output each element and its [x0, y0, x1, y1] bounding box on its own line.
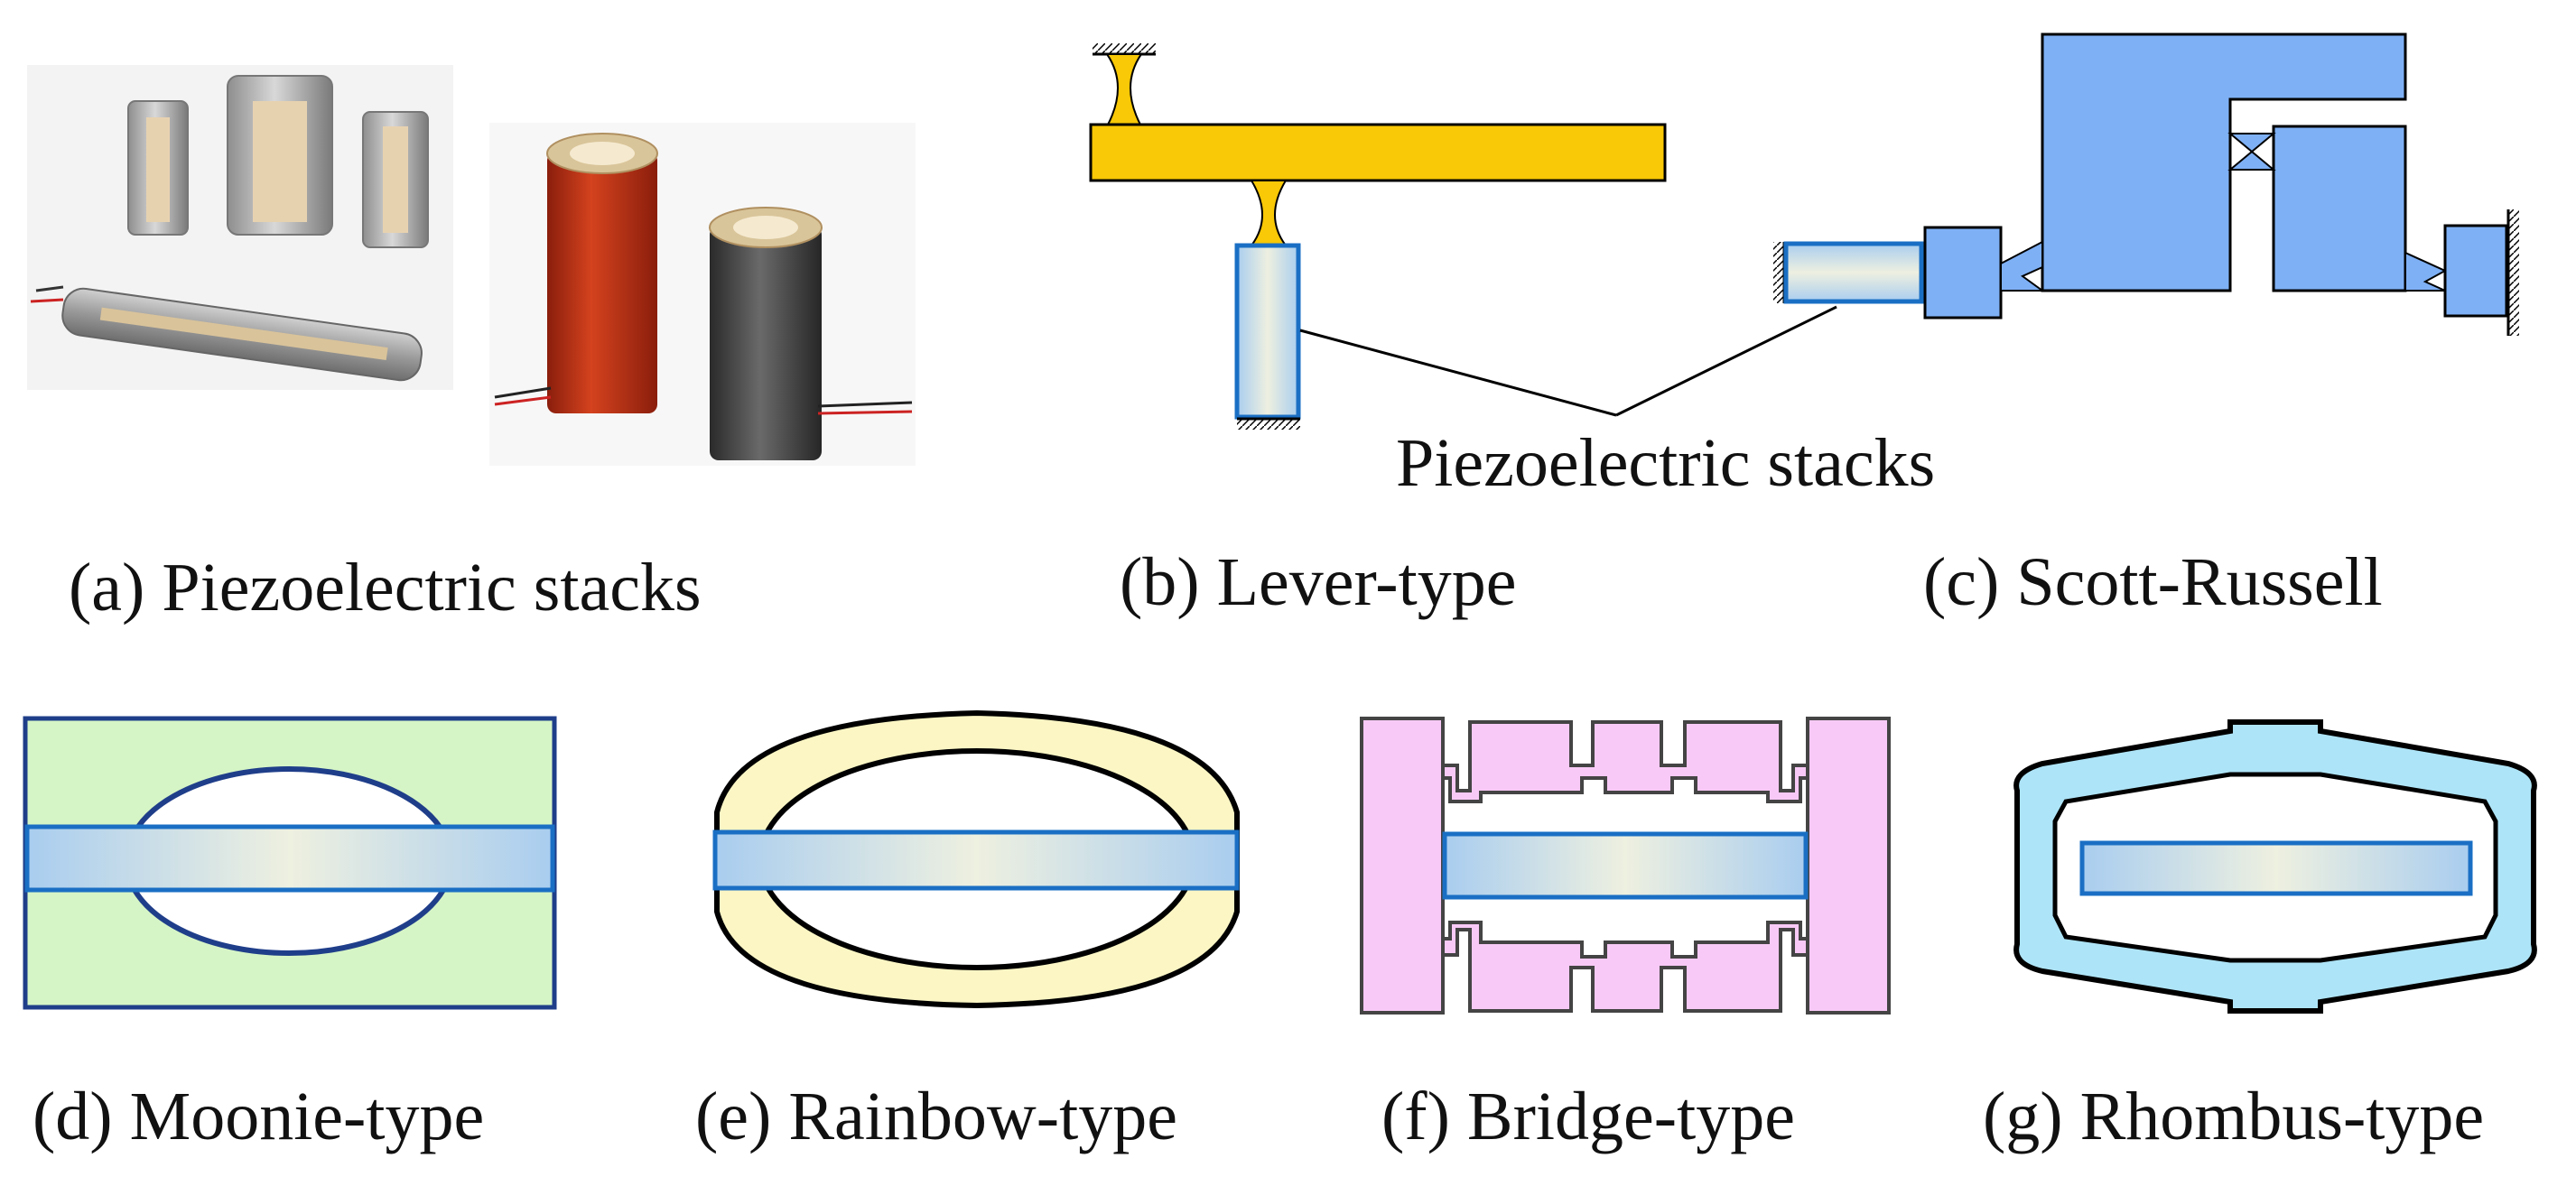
caption-a: (a) Piezoelectric stacks — [69, 550, 702, 625]
rhombus-type-mechanism — [2013, 719, 2537, 1014]
caption-b: (b) Lever-type — [1120, 544, 1516, 620]
moonie-type-mechanism — [23, 716, 557, 1010]
callout-leaders — [1299, 305, 1837, 417]
piezo-stack-horizontal — [1783, 241, 1924, 304]
flexure-hinge-bottom — [1250, 180, 1288, 246]
stack-rod-long — [30, 285, 423, 382]
piezo-stack-moonie — [24, 824, 555, 893]
ground-hatch-right — [2506, 209, 2519, 336]
flexure-hinge-top — [1105, 53, 1143, 127]
ground-hatch-top — [1093, 43, 1156, 56]
lever-beam — [1089, 123, 1667, 182]
slider-block-right — [2443, 224, 2508, 318]
bridge-top-links — [1441, 720, 1809, 803]
stack-block-large — [227, 75, 333, 236]
piezo-stack-rainbow — [712, 829, 1240, 891]
piezo-stacks-photo — [27, 65, 916, 466]
scott-russell-arm — [2272, 125, 2407, 292]
ground-hatch-bottom — [1237, 417, 1300, 430]
piezo-stack-rhombus — [2079, 840, 2473, 896]
piezo-stack-bridge — [1442, 831, 1809, 900]
flexure-hinge-sr-3 — [2404, 251, 2448, 292]
caption-e: (e) Rainbow-type — [695, 1079, 1177, 1154]
flexure-hinge-sr-2 — [2227, 133, 2276, 171]
stack-block-small-left — [127, 100, 189, 236]
rainbow-type-mechanism — [712, 709, 1240, 1009]
stack-cylinder-black — [709, 207, 913, 460]
caption-d: (d) Moonie-type — [33, 1079, 484, 1154]
stack-cylinder-red — [494, 133, 658, 413]
bridge-side-right — [1806, 717, 1891, 1015]
slider-block-left — [1923, 226, 2003, 320]
bridge-side-left — [1360, 717, 1445, 1015]
piezo-stack-vertical — [1234, 243, 1301, 420]
bridge-type-mechanism — [1360, 717, 1891, 1015]
bridge-bottom-links — [1441, 921, 1809, 1013]
flexure-hinge-sr-1 — [2000, 240, 2046, 292]
caption-g: (g) Rhombus-type — [1983, 1079, 2484, 1154]
ground-hatch-left — [1773, 242, 1786, 303]
stack-block-small-right — [362, 111, 429, 248]
scott-russell-mechanism — [1773, 32, 2519, 336]
lever-type-mechanism — [1089, 43, 1667, 430]
caption-f: (f) Bridge-type — [1381, 1079, 1795, 1154]
caption-c: (c) Scott-Russell — [1923, 544, 2383, 620]
callout-label: Piezoelectric stacks — [1396, 425, 1935, 501]
